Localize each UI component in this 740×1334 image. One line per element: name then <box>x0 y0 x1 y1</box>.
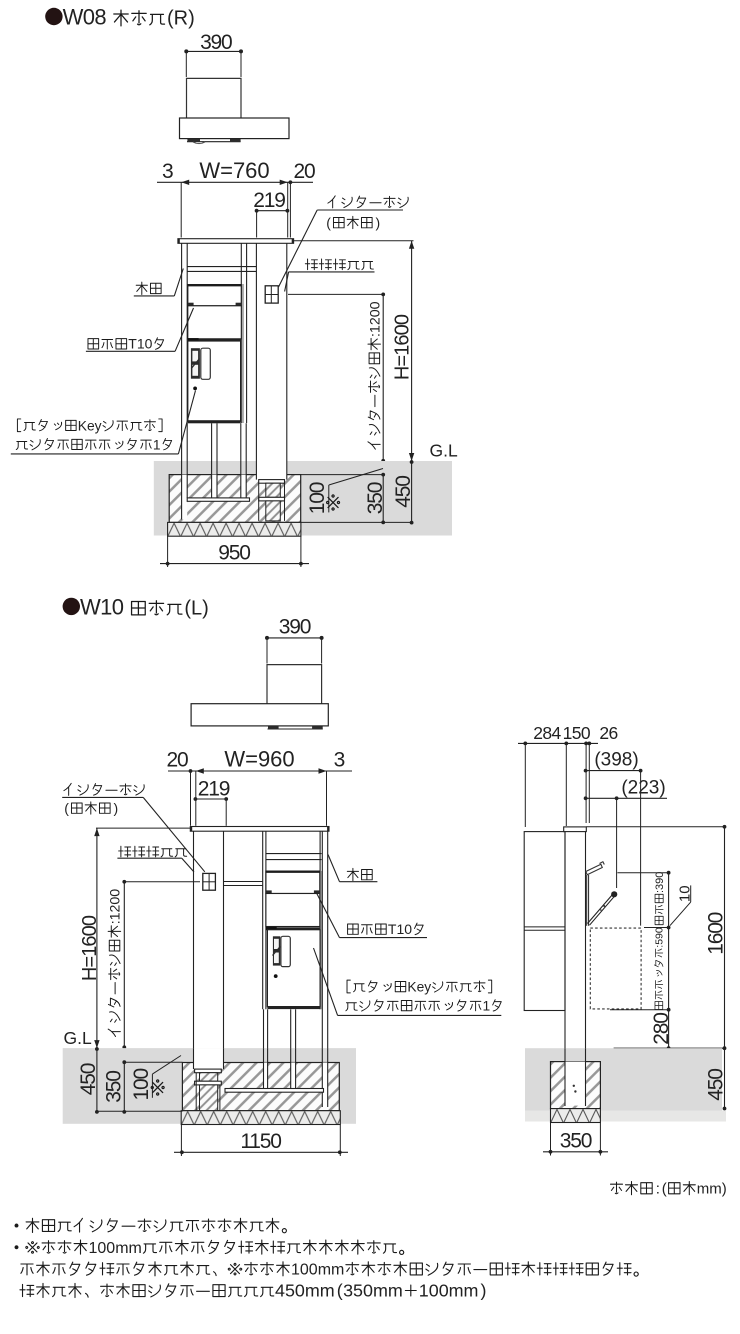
svg-text:(: ( <box>337 1280 343 1300</box>
svg-text:W=760: W=760 <box>199 158 269 183</box>
svg-text:1600: 1600 <box>705 912 728 954</box>
svg-text:390: 390 <box>200 31 232 54</box>
svg-text::390: :390 <box>654 872 666 893</box>
svg-text::590: :590 <box>654 927 666 948</box>
svg-text:1: 1 <box>483 999 491 1014</box>
svg-text:): ) <box>114 800 119 816</box>
svg-text:T10: T10 <box>388 921 412 937</box>
svg-text:): ) <box>481 1280 487 1300</box>
svg-text:G.L: G.L <box>64 1028 92 1048</box>
svg-text:450mm: 450mm <box>275 1280 335 1300</box>
svg-text::1200: :1200 <box>108 889 124 925</box>
svg-text:3: 3 <box>162 160 174 183</box>
svg-text:10: 10 <box>676 885 693 902</box>
svg-text:100mm: 100mm <box>419 1280 479 1300</box>
svg-text:(223): (223) <box>621 778 665 799</box>
svg-text:(L): (L) <box>184 598 208 620</box>
svg-text:20: 20 <box>294 160 315 183</box>
svg-text:350: 350 <box>103 1071 126 1103</box>
svg-text:W10: W10 <box>80 595 124 620</box>
svg-text:20: 20 <box>167 749 188 772</box>
svg-text:350: 350 <box>364 482 387 514</box>
svg-text:350: 350 <box>560 1130 592 1153</box>
svg-text:): ) <box>376 215 381 231</box>
svg-text:Key: Key <box>78 418 102 433</box>
svg-text:219: 219 <box>198 778 230 801</box>
svg-text:100mm: 100mm <box>291 1262 344 1279</box>
svg-text:(: ( <box>662 1181 667 1198</box>
svg-text::1200: :1200 <box>367 301 383 337</box>
svg-text:mm): mm) <box>697 1181 727 1198</box>
svg-text:100mm: 100mm <box>89 1240 142 1257</box>
svg-text:390: 390 <box>279 616 311 639</box>
svg-text:H=1600: H=1600 <box>79 915 101 981</box>
svg-text:(R): (R) <box>167 8 195 30</box>
svg-text:280: 280 <box>650 1013 673 1045</box>
svg-text:950: 950 <box>218 542 250 565</box>
svg-text:150: 150 <box>563 723 591 743</box>
svg-text:3: 3 <box>334 749 346 772</box>
svg-text:450: 450 <box>392 476 415 508</box>
svg-text:450: 450 <box>77 1063 100 1095</box>
svg-text:H=1600: H=1600 <box>392 314 414 380</box>
svg-text:(: ( <box>326 215 331 231</box>
svg-text:G.L: G.L <box>430 441 458 461</box>
svg-text:284: 284 <box>533 723 561 743</box>
svg-text:W=960: W=960 <box>224 747 294 772</box>
svg-text:1: 1 <box>153 437 161 452</box>
svg-text:W08: W08 <box>63 5 107 30</box>
svg-text:(: ( <box>64 800 69 816</box>
svg-text:Key: Key <box>407 980 431 995</box>
svg-text:26: 26 <box>599 723 617 743</box>
svg-text:1150: 1150 <box>240 1130 281 1153</box>
svg-text:T10: T10 <box>128 336 152 352</box>
svg-text:100: 100 <box>130 1069 153 1101</box>
svg-text:(398): (398) <box>594 750 638 771</box>
svg-text:100: 100 <box>306 482 329 514</box>
svg-text::: : <box>656 1181 660 1198</box>
svg-text:350mm: 350mm <box>343 1280 403 1300</box>
svg-text:219: 219 <box>253 189 285 212</box>
svg-text:450: 450 <box>705 1069 728 1101</box>
